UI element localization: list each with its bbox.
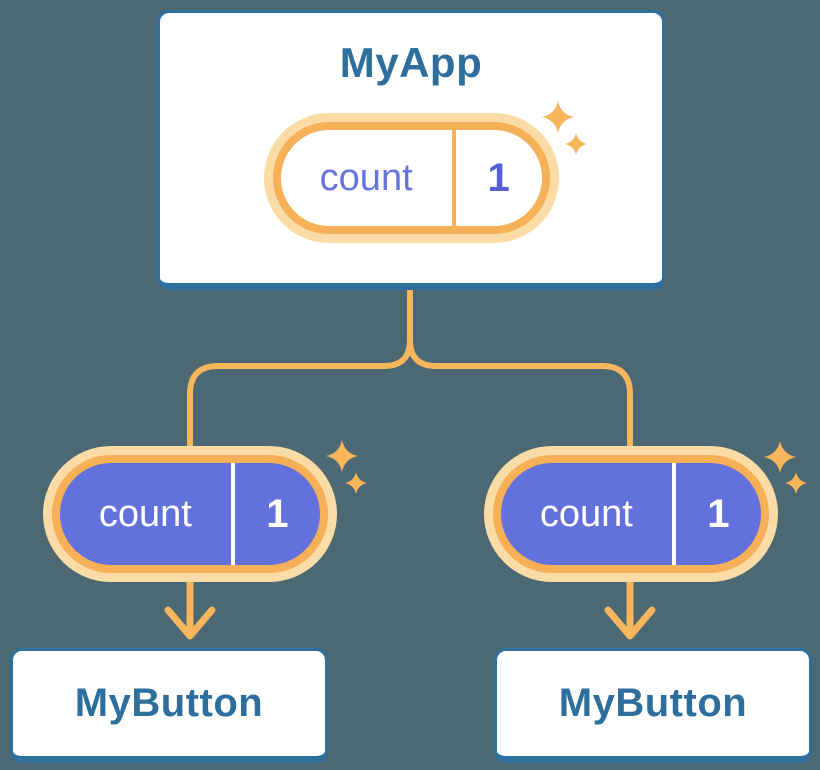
branch-right-line — [407, 288, 633, 450]
state-value: 1 — [487, 155, 510, 200]
pill-divider — [671, 463, 676, 565]
prop-pill-body: count 1 — [52, 455, 328, 573]
branch-left-line — [187, 288, 413, 450]
component-card-mybutton-right: MyButton — [494, 648, 812, 763]
component-title: MyButton — [74, 681, 264, 725]
component-card-mybutton-left: MyButton — [10, 648, 328, 763]
sparkle-icon — [542, 101, 587, 155]
prop-name: count — [539, 492, 633, 535]
pill-divider — [230, 463, 235, 565]
prop-pill-left: count 1 — [43, 446, 337, 582]
arrow-left-head — [164, 606, 216, 640]
sparkle-icon — [326, 440, 367, 494]
prop-name: count — [98, 492, 192, 535]
prop-value: 1 — [707, 491, 730, 536]
arrow-right-head — [604, 606, 656, 640]
state-pill: count 1 — [263, 113, 559, 243]
state-name: count — [319, 156, 413, 199]
sparkle-icon — [764, 441, 807, 494]
prop-pill-body: count 1 — [493, 455, 769, 573]
component-title: MyApp — [339, 39, 483, 86]
prop-value: 1 — [266, 491, 289, 536]
state-pill-body: count 1 — [272, 122, 550, 234]
component-title: MyButton — [558, 681, 748, 725]
prop-pill-right: count 1 — [484, 446, 778, 582]
component-card-myapp: MyApp count 1 — [157, 10, 665, 290]
pill-divider — [451, 130, 456, 226]
